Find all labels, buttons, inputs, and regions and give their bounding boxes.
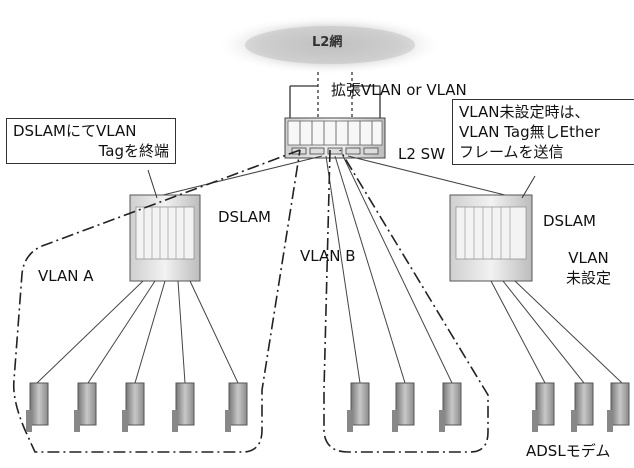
adsl-modem-icon xyxy=(607,383,629,432)
modems-right xyxy=(532,383,629,432)
modems-middle xyxy=(347,383,461,432)
callout-right-line2: VLAN Tag無しEther xyxy=(459,122,629,142)
dslam-right-label: DSLAM xyxy=(543,211,596,231)
adsl-modem-icon xyxy=(347,383,369,432)
adsl-modem-icon xyxy=(439,383,461,432)
uplink-label: 拡張VLAN or VLAN xyxy=(331,80,467,100)
callout-untagged-frame: VLAN未設定時は、 VLAN Tag無しEther フレームを送信 xyxy=(452,99,634,165)
adsl-modem-icon xyxy=(172,383,194,432)
adsl-modem-icon xyxy=(122,383,144,432)
adsl-modem-icon xyxy=(225,383,247,432)
adsl-modem-icon xyxy=(571,383,593,432)
callout-left-pointer xyxy=(148,170,157,198)
adsl-modem-label: ADSLモデム xyxy=(526,441,610,461)
adsl-modem-icon xyxy=(26,383,48,432)
callout-terminate-tag: DSLAMにてVLAN Tagを終端 xyxy=(6,118,176,164)
adsl-modem-icon xyxy=(532,383,554,432)
vlan-a-label: VLAN A xyxy=(38,266,93,286)
dslam-left xyxy=(130,195,200,281)
vlan-unset-line1: VLAN xyxy=(566,248,611,268)
vlan-unset-line2: 未設定 xyxy=(566,268,611,288)
modems-left xyxy=(26,383,247,432)
callout-right-line1: VLAN未設定時は、 xyxy=(459,102,629,122)
dslam-right-links xyxy=(491,281,622,383)
callout-left-line2: Tagを終端 xyxy=(13,141,169,161)
callout-left-line1: DSLAMにてVLAN xyxy=(13,121,169,141)
adsl-modem-icon xyxy=(74,383,96,432)
dslam-left-label: DSLAM xyxy=(218,207,271,227)
vlan-unset-label: VLAN 未設定 xyxy=(566,248,611,288)
vlan-b-label: VLAN B xyxy=(300,246,356,266)
switch-middle-links xyxy=(326,156,452,383)
dslam-left-links xyxy=(37,281,238,383)
callout-right-line3: フレームを送信 xyxy=(459,142,629,162)
adsl-modem-icon xyxy=(392,383,414,432)
network-label: L2網 xyxy=(312,33,342,53)
switch-label: L2 SW xyxy=(398,144,445,164)
dslam-right xyxy=(450,195,532,281)
